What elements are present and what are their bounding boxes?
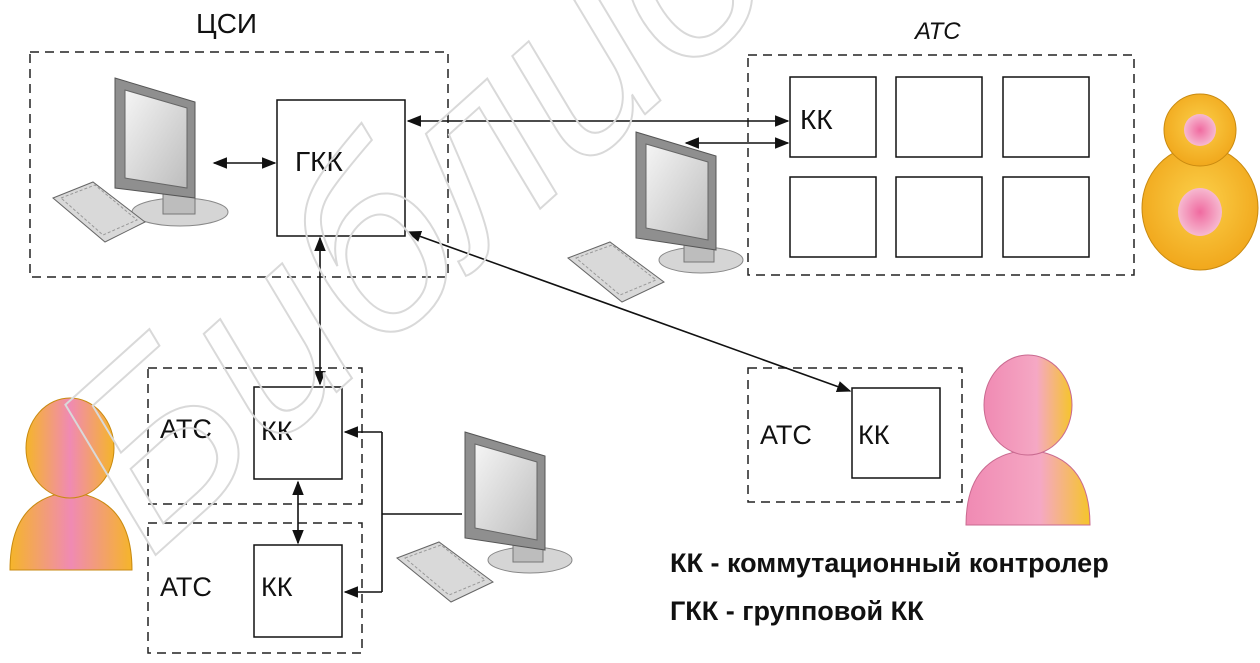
atc-top-cell-6 [1003,177,1089,257]
atc-top-cell-5 [896,177,982,257]
computer-icon [568,132,743,302]
kk-right-label: КК [858,420,889,451]
atc-right-label: АТС [760,420,812,451]
atc-left2-label: АТС [160,572,212,603]
user-icon [966,355,1090,525]
user-icon [1142,94,1258,270]
atc-top-label: АТС [915,18,961,46]
computer-icon [397,432,572,602]
legend-line-gkk: ГКК - групповой КК [670,596,924,627]
kk-left2-label: КК [261,572,292,603]
atc-left1-label: АТС [160,414,212,445]
csi-label: ЦСИ [196,8,257,40]
legend-line-kk: КК - коммутационный контролер [670,548,1109,579]
gkk-label: ГКК [295,146,343,178]
kk-left1-label: КК [261,416,292,447]
kk-top-label: КК [800,104,833,136]
atc-top-cell-4 [790,177,876,257]
atc-top-cell-3 [1003,77,1089,157]
atc-top-cell-2 [896,77,982,157]
computer-icon [53,78,228,242]
user-icon [10,398,132,570]
